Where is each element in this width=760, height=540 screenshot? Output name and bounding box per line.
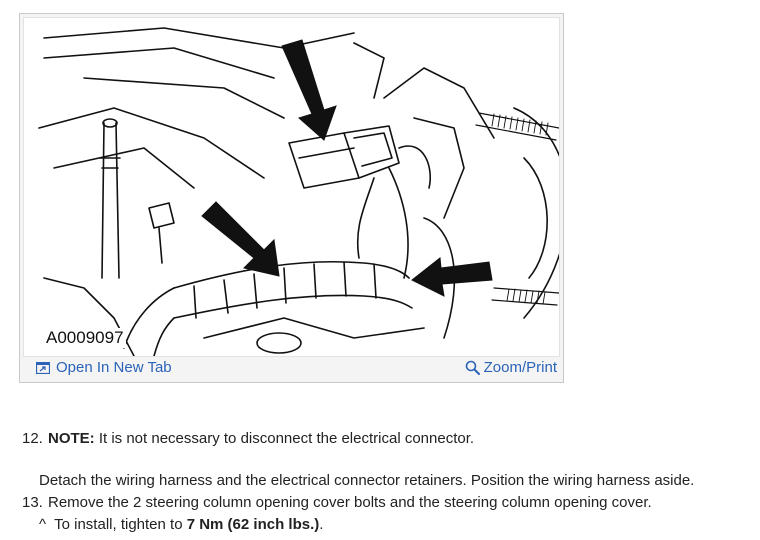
- figure-container: A0009097 Open In New Tab Zoom/Print: [19, 13, 564, 383]
- install-text: To install, tighten to: [54, 516, 187, 533]
- step-13: 13. Remove the 2 steering column opening …: [22, 492, 652, 514]
- step-number: 13.: [22, 494, 43, 511]
- step-number: 12.: [22, 430, 43, 447]
- torque-value: 7 Nm (62 inch lbs.): [186, 516, 320, 533]
- step-12-body: Detach the wiring harness and the electr…: [39, 472, 695, 489]
- open-in-new-tab-label: Open In New Tab: [56, 359, 172, 376]
- note-label: NOTE:: [48, 430, 95, 447]
- step-text: Remove the 2 steering column opening cov…: [48, 494, 652, 511]
- note-text: It is not necessary to disconnect the el…: [94, 430, 475, 447]
- open-new-tab-icon: [36, 361, 50, 374]
- step-12-note: 12. NOTE: It is not necessary to disconne…: [22, 428, 474, 450]
- zoom-print-label: Zoom/Print: [483, 359, 557, 376]
- caret-marker: ^: [39, 516, 47, 533]
- figure-toolbar: Open In New Tab Zoom/Print: [20, 356, 563, 382]
- magnifier-icon: [465, 360, 480, 375]
- step-13-install-spec: ^ To install, tighten to 7 Nm (62 inch l…: [39, 514, 323, 536]
- zoom-print-link[interactable]: Zoom/Print: [465, 359, 557, 376]
- install-text-end: .: [319, 516, 324, 533]
- figure-id-label: A0009097: [44, 328, 126, 348]
- open-in-new-tab-link[interactable]: Open In New Tab: [36, 359, 172, 376]
- service-diagram-image: A0009097: [23, 17, 560, 357]
- wiring-harness-illustration: [38, 27, 559, 356]
